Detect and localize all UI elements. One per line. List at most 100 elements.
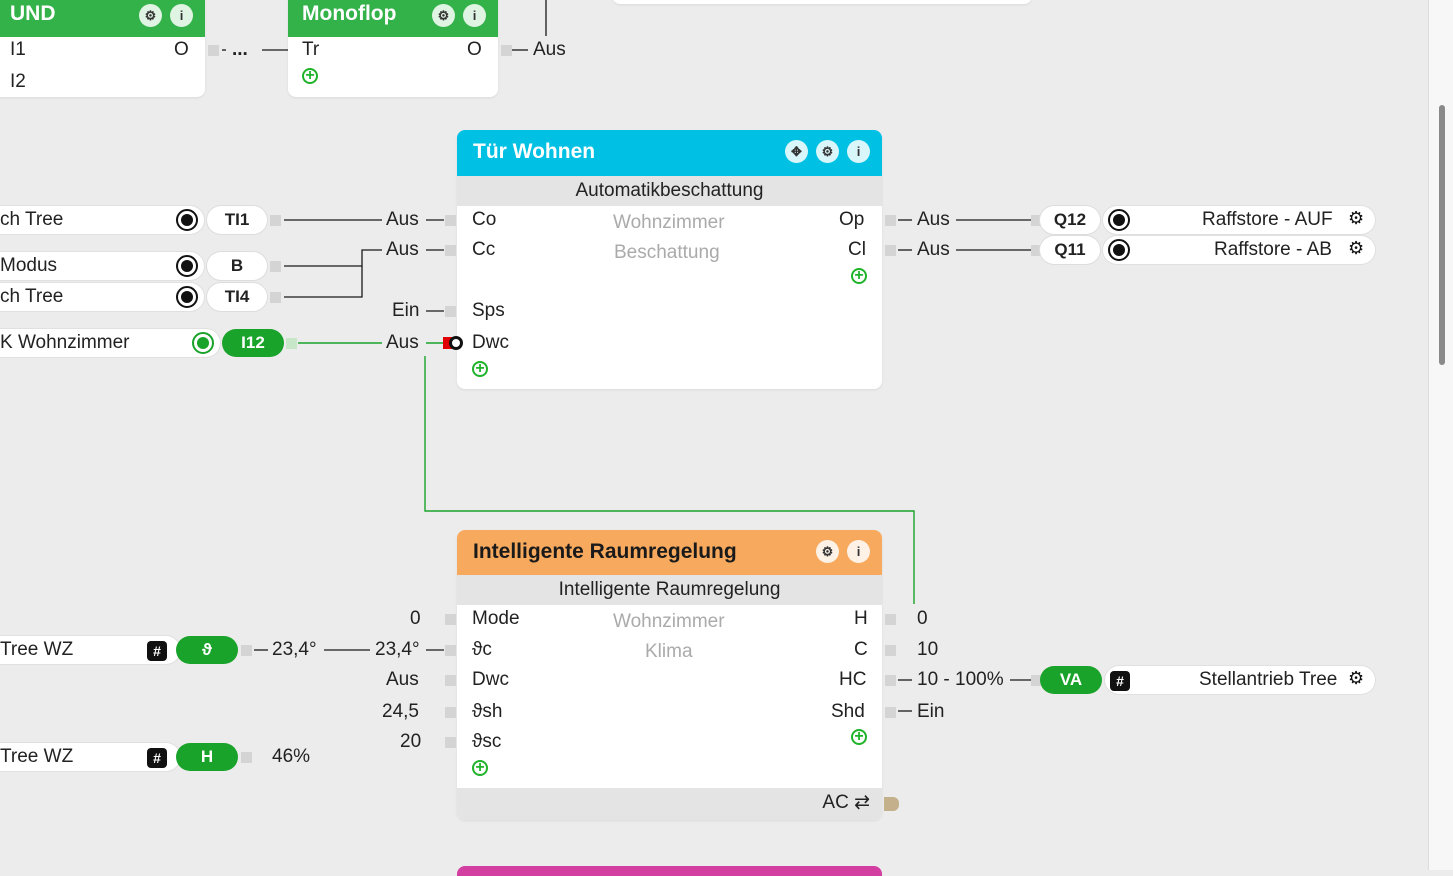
raum-ac-pin[interactable]	[884, 797, 899, 811]
tur-dwc-invert-circle	[449, 336, 463, 350]
wire-ti4-cc	[284, 266, 363, 298]
output-pill-q12[interactable]	[1103, 206, 1375, 234]
info-icon[interactable]: i	[170, 4, 193, 27]
output-tag-va[interactable]: VA	[1040, 666, 1102, 694]
number-icon: #	[147, 748, 167, 768]
raum-input-dwc-label: Dwc	[472, 669, 509, 690]
raum-input-mode-value: 0	[410, 608, 421, 629]
raum-hc-pin[interactable]	[885, 675, 896, 686]
tur-cl-pin[interactable]	[885, 245, 896, 256]
h-out-pin[interactable]	[241, 752, 252, 763]
add-output-icon[interactable]: +	[851, 268, 867, 284]
va-in-pin[interactable]	[1031, 675, 1042, 686]
ti1-out-pin[interactable]	[270, 215, 281, 226]
gear-icon[interactable]: ⚙	[432, 4, 455, 27]
raum-h-pin[interactable]	[885, 614, 896, 625]
toggle-icon[interactable]	[1108, 239, 1130, 261]
input-tag-ti1[interactable]: TI1	[207, 206, 267, 234]
gear-icon[interactable]: ⚙	[139, 4, 162, 27]
gear-icon[interactable]: ⚙	[816, 140, 839, 163]
input-tag-theta[interactable]: ϑ	[176, 636, 238, 664]
monoflop-block[interactable]: Monoflop ⚙ i	[288, 0, 498, 97]
output-pill-va[interactable]	[1105, 666, 1375, 694]
output-name: Raffstore - AUF	[1202, 209, 1333, 230]
und-block[interactable]: UND ⚙ i	[0, 0, 205, 97]
gear-icon[interactable]: ⚙	[1348, 208, 1365, 228]
raum-input-mode-label: Mode	[472, 608, 520, 629]
input-tag-h[interactable]: H	[176, 743, 238, 771]
tur-header[interactable]: Tür Wohnen ✥ ⚙ i	[457, 130, 882, 176]
add-input-icon[interactable]: +	[472, 361, 488, 377]
raum-mode-pin[interactable]	[445, 614, 456, 625]
output-tag-q11[interactable]: Q11	[1040, 236, 1100, 264]
monoflop-out-value: Aus	[533, 39, 566, 60]
raum-input-theta-sh-value: 24,5	[382, 701, 419, 722]
raum-input-dwc-value: Aus	[386, 669, 419, 690]
und-out-pin[interactable]	[208, 45, 219, 56]
ti4-out-pin[interactable]	[270, 292, 281, 303]
output-pill-q11[interactable]	[1103, 236, 1375, 264]
add-input-icon[interactable]: +	[302, 68, 318, 84]
b-out-pin[interactable]	[270, 261, 281, 272]
input-pill-ti4[interactable]	[0, 283, 204, 311]
tur-op-pin[interactable]	[885, 215, 896, 226]
output-tag-q12[interactable]: Q12	[1040, 206, 1100, 234]
toggle-icon[interactable]	[192, 332, 214, 354]
partial-block-top[interactable]	[612, 0, 1032, 4]
output-name: Raffstore - AB	[1214, 239, 1332, 260]
raum-theta-sh-pin[interactable]	[445, 707, 456, 718]
raum-c-pin[interactable]	[885, 645, 896, 656]
theta-out-pin[interactable]	[241, 645, 252, 656]
tur-wohnen-block[interactable]: Tür Wohnen ✥ ⚙ i Automatikbeschattung Wo…	[457, 130, 882, 389]
input-tag-i12[interactable]: I12	[222, 329, 284, 357]
toggle-icon[interactable]	[176, 255, 198, 277]
input-pill-i12[interactable]	[0, 329, 220, 357]
tur-cc-pin[interactable]	[445, 245, 456, 256]
tur-subtitle: Automatikbeschattung	[457, 176, 882, 206]
und-header[interactable]: UND ⚙ i	[0, 0, 205, 37]
gear-icon[interactable]: ⚙	[1348, 668, 1365, 688]
raum-input-theta-sh-label: ϑsh	[472, 701, 503, 722]
i12-out-pin[interactable]	[286, 338, 297, 349]
q12-in-pin[interactable]	[1031, 215, 1042, 226]
monoflop-input-tr: Tr	[302, 39, 320, 60]
input-tag-ti4[interactable]: TI4	[207, 283, 267, 311]
info-icon[interactable]: i	[847, 140, 870, 163]
raumregelung-block[interactable]: Intelligente Raumregelung ⚙ i Intelligen…	[457, 530, 882, 820]
add-input-icon[interactable]: +	[472, 760, 488, 776]
input-value: 46%	[272, 746, 311, 767]
tur-dwc-inverted-pin[interactable]	[443, 337, 452, 349]
add-output-icon[interactable]: +	[851, 729, 867, 745]
input-pill-b[interactable]	[0, 252, 204, 280]
toggle-icon[interactable]	[176, 286, 198, 308]
input-tag-b[interactable]: B	[207, 252, 267, 280]
raum-output-hc-label: HC	[839, 669, 867, 690]
toggle-icon[interactable]	[1108, 209, 1130, 231]
raum-dwc-pin[interactable]	[445, 675, 456, 686]
raum-header[interactable]: Intelligente Raumregelung ⚙ i	[457, 530, 882, 575]
raum-ac-label[interactable]: AC ⇄	[822, 792, 870, 813]
toggle-icon[interactable]	[176, 209, 198, 231]
tur-input-sps-value: Ein	[392, 300, 420, 321]
tur-sps-pin[interactable]	[445, 306, 456, 317]
info-icon[interactable]: i	[463, 4, 486, 27]
partial-block-bottom[interactable]	[457, 866, 882, 876]
raum-shd-pin[interactable]	[885, 707, 896, 718]
gear-icon[interactable]: ⚙	[1348, 238, 1365, 258]
tur-co-pin[interactable]	[445, 215, 456, 226]
wire-dwc-shd	[424, 356, 915, 604]
input-pill-ti1[interactable]	[0, 206, 204, 234]
tur-input-cc-value: Aus	[386, 239, 419, 260]
move-icon[interactable]: ✥	[785, 140, 808, 163]
monoflop-out-pin[interactable]	[501, 45, 512, 56]
scrollbar-thumb[interactable]	[1439, 105, 1445, 365]
raum-theta-c-pin[interactable]	[445, 645, 456, 656]
output-name: Stellantrieb Tree	[1199, 669, 1338, 690]
raum-theta-sc-pin[interactable]	[445, 737, 456, 748]
info-icon[interactable]: i	[847, 540, 870, 563]
monoflop-header[interactable]: Monoflop ⚙ i	[288, 0, 498, 37]
gear-icon[interactable]: ⚙	[816, 540, 839, 563]
vertical-scrollbar[interactable]	[1428, 0, 1453, 870]
q11-in-pin[interactable]	[1031, 245, 1042, 256]
